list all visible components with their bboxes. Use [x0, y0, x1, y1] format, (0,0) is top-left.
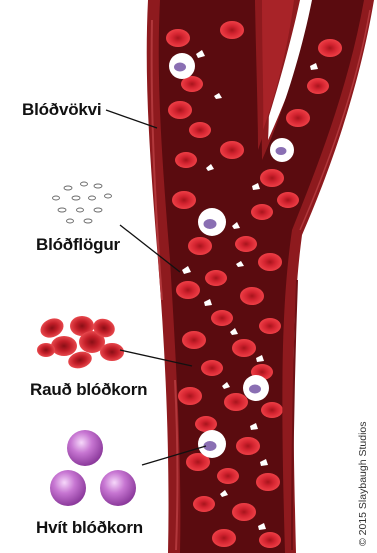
platelets-label: Blóðflögur — [36, 235, 120, 255]
white-blood-cell — [198, 208, 226, 236]
red-blood-cells-legend — [37, 315, 124, 371]
white-blood-cell — [198, 430, 226, 458]
white-blood-cell — [270, 138, 294, 162]
white-blood-cell — [169, 53, 195, 79]
platelets-legend — [53, 182, 112, 223]
white-cells-label: Hvít blóðkorn — [36, 518, 143, 538]
red-cells-label: Rauð blóðkorn — [30, 380, 147, 400]
copyright-credit: © 2015 Slaybaugh Studios — [357, 422, 369, 547]
plasma-label: Blóðvökvi — [22, 100, 101, 120]
blood-vessel — [147, 0, 374, 553]
white-blood-cell — [243, 375, 269, 401]
white-blood-cells-legend — [50, 430, 136, 506]
